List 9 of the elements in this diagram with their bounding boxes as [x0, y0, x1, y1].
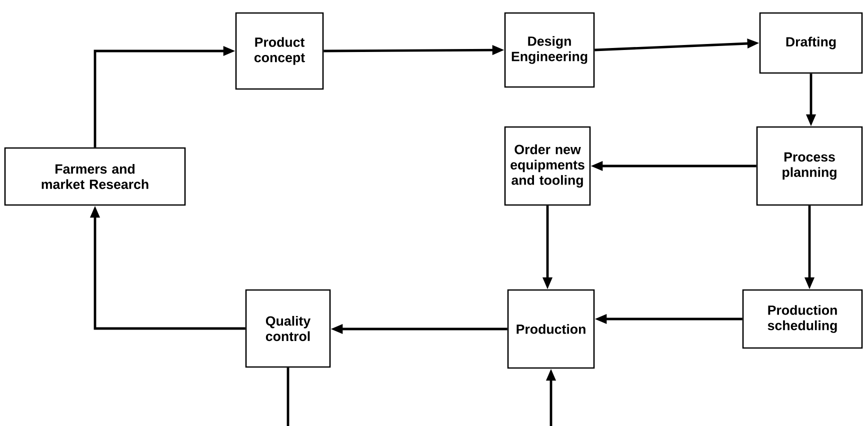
process-box: Production scheduling: [742, 289, 863, 349]
process-box: Design Engineering: [504, 12, 595, 88]
process-box: Production: [507, 289, 595, 369]
process-box: Farmers and market Research: [4, 147, 186, 206]
process-box: Order new equipments and tooling: [504, 126, 591, 206]
process-box: Drafting: [759, 12, 863, 74]
process-box: Quality control: [245, 289, 331, 368]
process-box: Product concept: [235, 12, 324, 90]
process-box: Process planning: [756, 126, 863, 206]
